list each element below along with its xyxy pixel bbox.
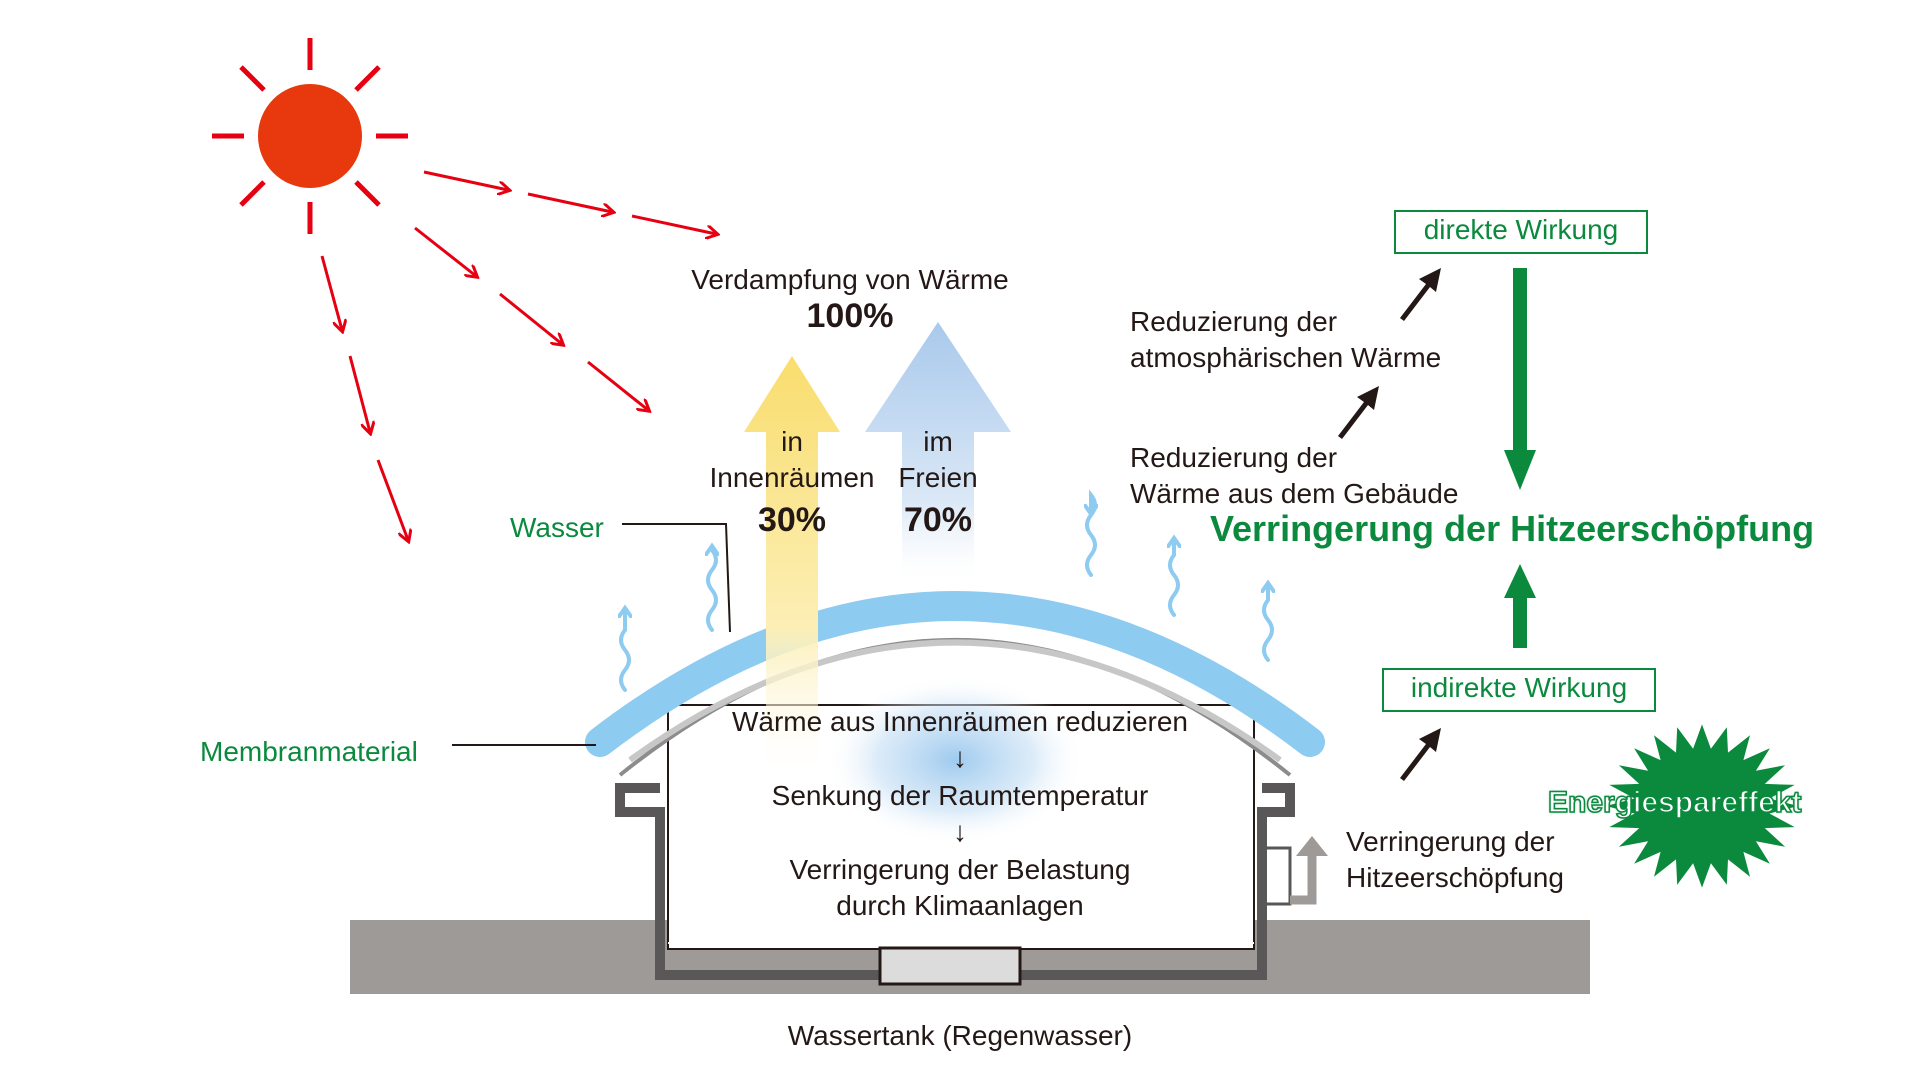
- indoor-step-3-line2: durch Klimaanlagen: [836, 890, 1084, 921]
- water-layer: [585, 591, 1325, 757]
- atmospheric-line1: Reduzierung der: [1130, 306, 1338, 337]
- water-label: Wasser: [510, 512, 604, 543]
- vapor-arrows: [621, 489, 1272, 692]
- indoor-step-3-line1: Verringerung der Belastung: [789, 854, 1131, 885]
- indoor-arrow: [744, 356, 840, 775]
- sun-rays: [212, 38, 408, 234]
- building-line2: Wärme aus dem Gebäude: [1130, 478, 1459, 509]
- evaporation-title: Verdampfung von Wärme: [691, 264, 1009, 295]
- water-tank: [878, 946, 1022, 986]
- gray-arrow: [1290, 850, 1317, 905]
- headline-heat-exhaustion: Verringerung der Hitzeerschöpfung: [1210, 508, 1815, 549]
- indoor-percent: 30%: [757, 501, 827, 539]
- green-arrows: [1504, 268, 1536, 648]
- energy-starburst: [1606, 724, 1798, 888]
- sunlight-arrows: [320, 170, 716, 540]
- water-leader-line: [622, 523, 731, 633]
- evaporation-total: 100%: [806, 297, 894, 335]
- indirect-effect-box: indirekte Wirkung: [1382, 668, 1656, 712]
- outdoor-label-line2: Freien: [898, 462, 978, 493]
- indoor-step-arrow-2: ↓: [953, 816, 967, 847]
- small-black-arrows: [1338, 268, 1441, 781]
- atmospheric-line2: atmosphärischen Wärme: [1130, 342, 1442, 373]
- outdoor-label-line1: im: [923, 426, 953, 457]
- outdoor-arrow: [865, 322, 1011, 580]
- building-line1: Reduzierung der: [1130, 442, 1338, 473]
- indoor-step-arrow-1: ↓: [953, 742, 967, 773]
- indoor-step-2: Senkung der Raumtemperatur: [771, 780, 1149, 811]
- side-pipe: [1262, 846, 1292, 906]
- indoor-label-line1: in: [781, 426, 803, 457]
- indoor-label-line2: Innenräumen: [709, 462, 875, 493]
- heat-exhaustion-line1: Verringerung der: [1346, 826, 1555, 857]
- direct-effect-box: direkte Wirkung: [1394, 210, 1648, 254]
- outdoor-percent: 70%: [903, 501, 973, 539]
- membrane-label: Membranmaterial: [200, 736, 418, 767]
- cooling-glow: [825, 675, 1085, 845]
- energy-saving-label: Energiespareffekt: [1547, 785, 1802, 820]
- heat-exhaustion-line2: Hitzeerschöpfung: [1346, 862, 1564, 893]
- sun-icon: [258, 84, 362, 188]
- water-tank-label: Wassertank (Regenwasser): [787, 1020, 1133, 1051]
- indoor-step-1: Wärme aus Innenräumen reduzieren: [731, 706, 1188, 737]
